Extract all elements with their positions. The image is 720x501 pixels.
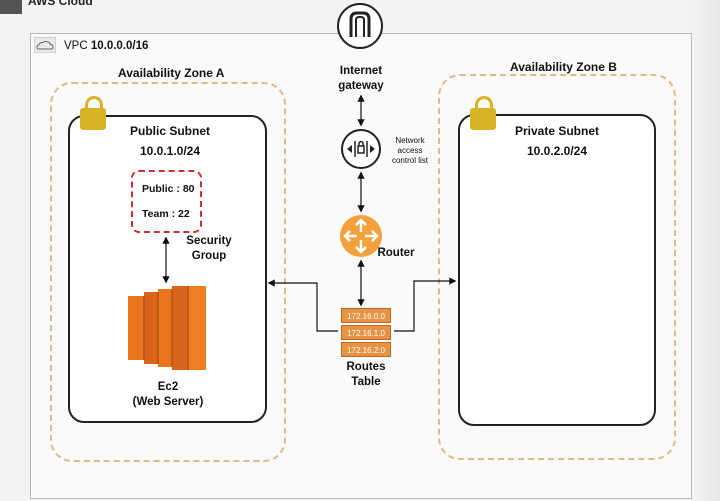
- route-row-3: 172.16.2.0: [341, 342, 391, 357]
- routes-table-label-line2: Table: [351, 376, 381, 388]
- vpc-label-prefix: VPC: [64, 40, 88, 52]
- ec2-icon: [128, 286, 206, 370]
- aws-cloud-icon: [0, 0, 22, 14]
- public-subnet-cidr: 10.0.1.0/24: [139, 144, 201, 158]
- routes-public-connector: [267, 279, 338, 332]
- vpc-cloud-icon: [34, 37, 56, 53]
- private-subnet-title: Private Subnet: [514, 124, 600, 138]
- internet-gateway-label: Internet gateway: [330, 64, 392, 94]
- sg-rule-public: Public : 80: [142, 183, 195, 195]
- ec2-label: Ec2 (Web Server): [118, 380, 218, 410]
- router-label: Router: [377, 247, 415, 259]
- security-group-box: [131, 170, 202, 233]
- public-subnet-lock-icon: [80, 96, 106, 130]
- aws-cloud-label: AWS Cloud: [28, 0, 93, 8]
- vpc-cidr: 10.0.0.0/16: [90, 40, 149, 52]
- route-row-1: 172.16.0.0: [341, 308, 391, 323]
- routes-table-label: Routes Table: [333, 360, 399, 390]
- private-subnet: [458, 114, 656, 426]
- sg-rule-team: Team : 22: [142, 208, 190, 220]
- internet-gateway-icon: [337, 3, 383, 49]
- vpc-label: VPC 10.0.0.0/16: [64, 40, 148, 52]
- network-acl-icon: [341, 129, 381, 169]
- internet-gateway-label-line2: gateway: [338, 80, 384, 92]
- routes-private-connector: [394, 277, 457, 332]
- right-edge-shade: [690, 0, 720, 501]
- availability-zone-a: [50, 82, 286, 462]
- network-acl-label-line3: control list: [391, 156, 428, 165]
- network-acl-label: Network access control list: [386, 136, 434, 166]
- ec2-label-line1: Ec2: [157, 381, 179, 393]
- public-subnet-title: Public Subnet: [129, 124, 210, 138]
- routes-table-label-line1: Routes: [346, 361, 386, 373]
- availability-zone-b: [438, 74, 676, 460]
- network-acl-label-line1: Network: [395, 136, 425, 145]
- network-acl-label-line2: access: [397, 146, 423, 155]
- private-subnet-lock-icon: [470, 96, 496, 130]
- router-icon: [340, 215, 382, 257]
- private-subnet-cidr: 10.0.2.0/24: [526, 144, 588, 158]
- zone-b-title: Availability Zone B: [510, 60, 617, 74]
- route-row-2: 172.16.1.0: [341, 325, 391, 340]
- internet-gateway-label-line1: Internet: [339, 65, 383, 77]
- routes-table: 172.16.0.0 172.16.1.0 172.16.2.0: [341, 308, 391, 357]
- security-group-label-line2: Group: [191, 250, 227, 262]
- security-group-label-line1: Security: [186, 235, 232, 247]
- zone-a-title: Availability Zone A: [118, 66, 225, 80]
- ec2-label-line2: (Web Server): [132, 396, 204, 408]
- security-group-label: Security Group: [180, 234, 238, 264]
